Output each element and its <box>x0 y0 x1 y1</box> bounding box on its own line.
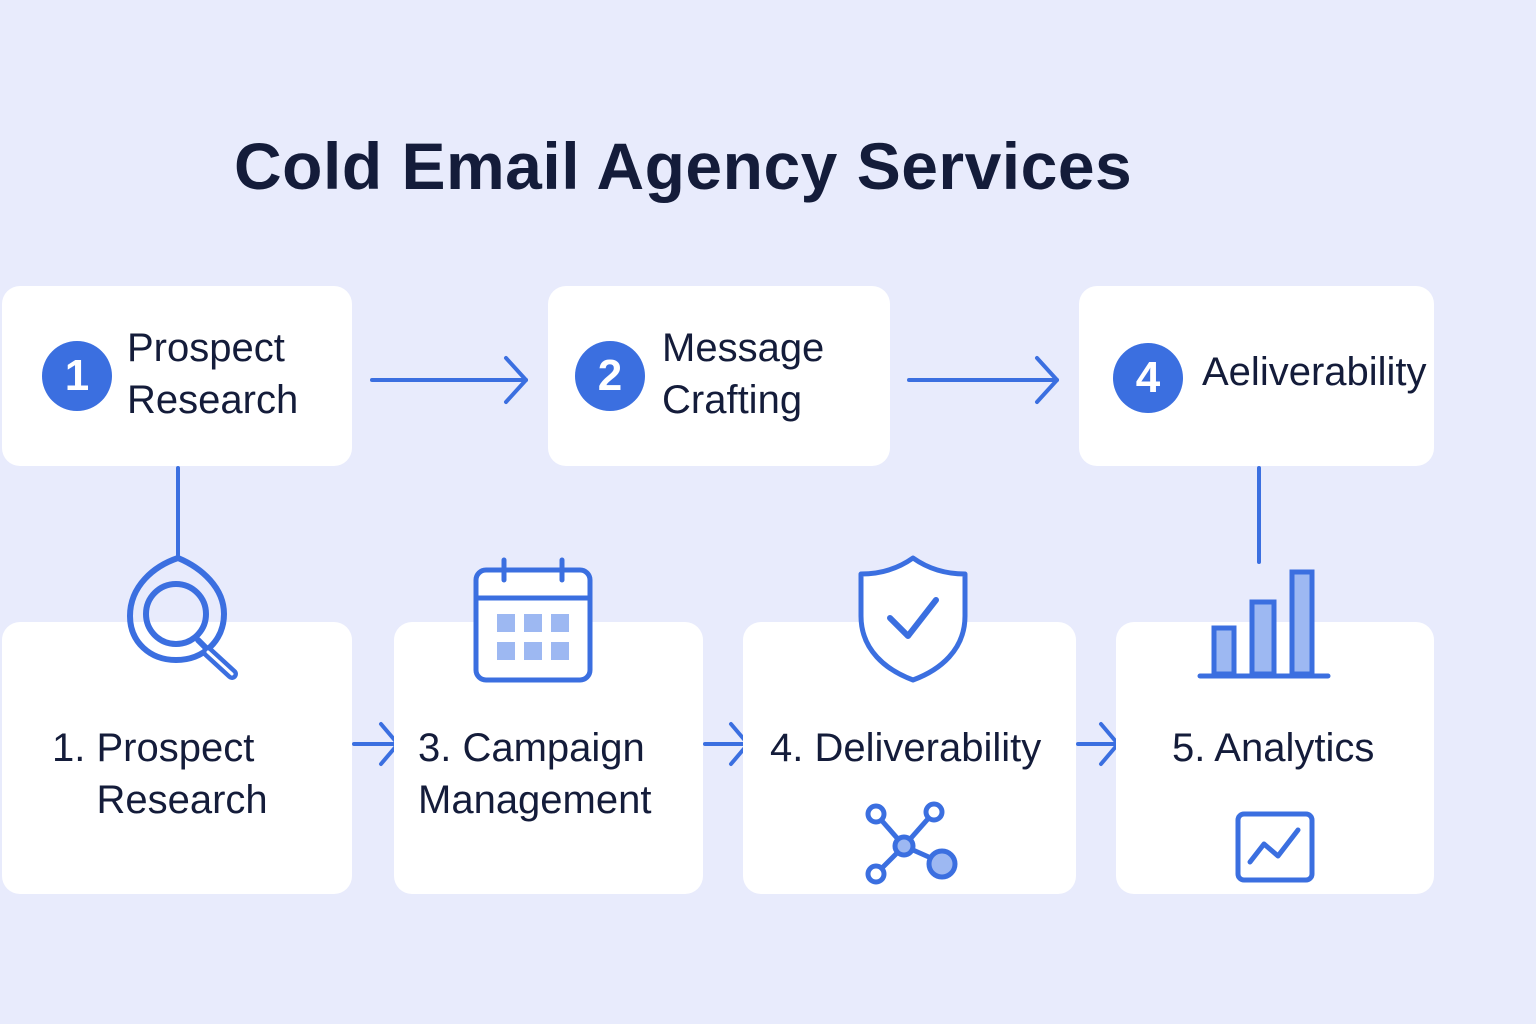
page-title: Cold Email Agency Services <box>234 129 1133 203</box>
arrow-top-2-to-4 <box>907 356 1059 404</box>
bottom-step-card-prospect-research <box>2 622 352 894</box>
magnifier-icon <box>126 554 238 680</box>
top-step-card-1: 1 Prospect Research <box>2 286 352 466</box>
step-number-badge: 1 <box>42 341 112 411</box>
arrow-top-1-to-2 <box>370 356 528 404</box>
step-number-badge: 2 <box>575 341 645 411</box>
top-step-card-2: 2 Message Crafting <box>548 286 890 466</box>
calendar-icon <box>473 557 593 683</box>
bottom-step-label: 3. Campaign Management <box>418 726 652 822</box>
top-step-label: Prospect Research <box>127 326 299 422</box>
shield-check-icon <box>858 555 968 683</box>
top-step-label: Message Crafting <box>662 326 825 422</box>
arrow-bottom-4-to-5 <box>1076 722 1120 766</box>
step-number-badge: 4 <box>1113 343 1183 413</box>
bottom-step-label: 4. Deliverability <box>770 726 1042 770</box>
network-nodes-icon <box>865 801 958 885</box>
trend-chart-icon <box>1235 811 1315 883</box>
bar-chart-icon <box>1197 569 1331 679</box>
bottom-step-label: 1. Prospect Research <box>52 726 268 822</box>
top-step-card-4: 4 Aeliverability <box>1079 286 1434 466</box>
arrow-bottom-3-to-4 <box>703 722 750 766</box>
arrow-bottom-1-to-3 <box>352 722 400 766</box>
top-step-label: Aeliverability <box>1202 350 1427 394</box>
bottom-step-label: 5. Analytics <box>1172 726 1375 770</box>
